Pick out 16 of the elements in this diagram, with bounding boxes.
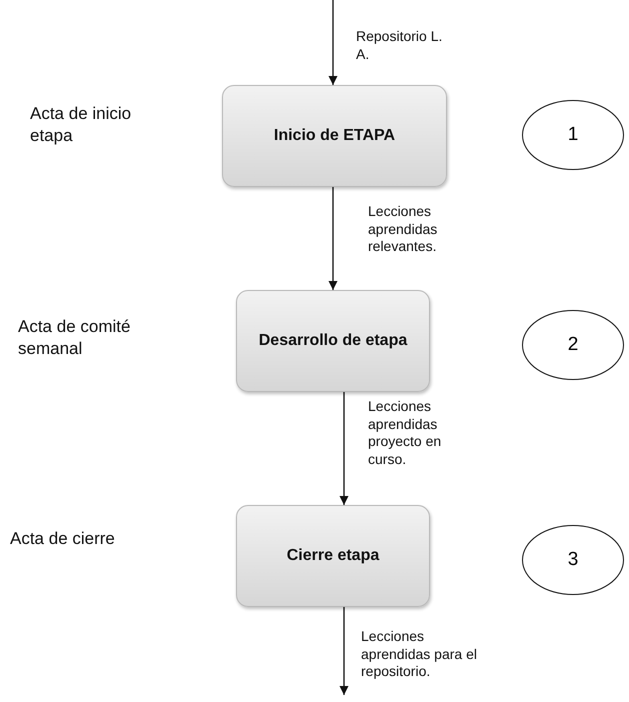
arrow <box>340 392 348 505</box>
box-title: Cierre etapa <box>286 546 380 566</box>
box-title: Desarrollo de etapa <box>258 331 408 351</box>
arrow <box>340 607 348 695</box>
document-label: Acta de inicio etapa <box>30 103 132 148</box>
process-box <box>236 505 430 607</box>
process-box <box>236 290 430 392</box>
step-number: 1 <box>568 124 578 146</box>
process-box <box>222 85 447 187</box>
arrow <box>328 0 338 85</box>
box-title: Inicio de ETAPA <box>274 126 396 146</box>
arrow <box>328 187 338 290</box>
document-label: Acta de cierre <box>10 528 116 550</box>
step-number: 3 <box>568 549 578 571</box>
step-number: 2 <box>568 334 578 356</box>
document-label: Acta de comité semanal <box>18 316 132 360</box>
